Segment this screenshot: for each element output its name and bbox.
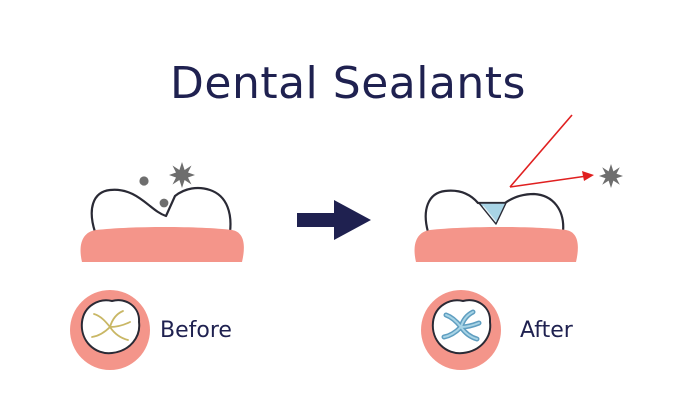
page-title: Dental Sealants xyxy=(170,58,526,109)
before-particle-small xyxy=(159,198,169,208)
before-tooth-crown xyxy=(90,186,232,234)
before-label: Before xyxy=(160,318,232,343)
after-burst-icon xyxy=(599,164,623,188)
laser-reflection xyxy=(509,114,594,188)
sealant-fill xyxy=(478,202,507,225)
groove-before-icon xyxy=(91,310,131,341)
before-particle-large xyxy=(139,176,149,186)
after-tooth xyxy=(414,114,623,262)
after-label: After xyxy=(520,318,573,343)
before-tooth xyxy=(80,162,244,262)
before-burst-icon xyxy=(169,162,195,188)
before-cross-section xyxy=(70,290,150,370)
before-gum xyxy=(80,227,244,262)
after-gum xyxy=(414,227,578,262)
transition-arrow-icon xyxy=(297,200,371,240)
after-cross-section xyxy=(421,290,501,370)
